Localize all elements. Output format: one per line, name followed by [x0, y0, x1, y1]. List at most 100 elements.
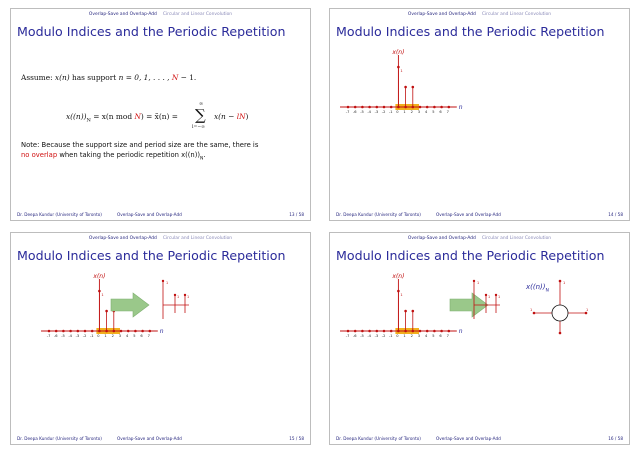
note-line-1: Note: Because the support size and perio… [21, 141, 259, 149]
footer-author: Dr. Deepa Kundur (University of Toronto) [336, 212, 421, 217]
stem-dot [353, 329, 357, 333]
stem-dot [69, 329, 72, 333]
arrow-shape [449, 292, 489, 318]
stem-dot [375, 105, 379, 109]
right-arrow [110, 292, 150, 318]
nav-circular[interactable]: Circular and Linear Convolution [162, 236, 233, 241]
stem-tip [411, 85, 415, 89]
nav-circular[interactable]: Circular and Linear Convolution [162, 12, 233, 17]
n-label: n [459, 104, 463, 111]
nav-circular[interactable]: Circular and Linear Convolution [481, 236, 552, 241]
nav-overlap[interactable]: Overlap-Save and Overlap-Add [88, 236, 157, 241]
slide-title: Modulo Indices and the Periodic Repetiti… [17, 24, 286, 39]
tick-label: -5 [61, 334, 65, 338]
slide-14: Overlap-Save and Overlap-Add Circular and… [329, 8, 630, 221]
stem-dot [54, 329, 58, 333]
tick-label: -5 [360, 110, 364, 114]
tick-label: 0 [396, 334, 399, 338]
sum-lower: l=−∞ [192, 125, 205, 130]
stem-dot [361, 105, 364, 109]
xn-label: x(n) [92, 273, 105, 280]
xn-label: x(n) [391, 49, 404, 56]
tick-label: 7 [148, 334, 150, 338]
footer-center: Overlap-Save and Overlap-Add [117, 212, 182, 217]
stem-dot [141, 329, 144, 333]
right-arrow [449, 292, 489, 318]
tick-label: -1 [389, 110, 393, 114]
stem-dot [440, 105, 443, 109]
tick-label: 2 [411, 110, 413, 114]
stem-dot [447, 329, 451, 333]
circ-dot-bottom [558, 331, 562, 335]
nav-overlap[interactable]: Overlap-Save and Overlap-Add [88, 12, 157, 17]
stem-dot [119, 329, 123, 333]
stem-dot [90, 329, 94, 333]
tick-label: -4 [367, 110, 371, 114]
stem-dot [353, 105, 357, 109]
tick-label: 5 [133, 334, 135, 338]
tick-label: 0 [396, 110, 399, 114]
circ-dot-right [584, 311, 588, 315]
tick-label: 1 [403, 110, 405, 114]
slide-title: Modulo Indices and the Periodic Repetiti… [336, 24, 605, 39]
tick-label: -2 [382, 110, 386, 114]
footer-center: Overlap-Save and Overlap-Add [117, 436, 182, 441]
modulo-equation: x((n))N = x(n mod N) = x̃(n) = [66, 112, 178, 124]
nav-overlap[interactable]: Overlap-Save and Overlap-Add [407, 236, 476, 241]
page-number: 14 / 58 [608, 212, 623, 217]
tick-label: 2 [411, 334, 413, 338]
sum-upper: ∞ [199, 101, 204, 107]
stem-dot [447, 105, 451, 109]
tick-label: -7 [346, 334, 350, 338]
stem-dot [433, 329, 436, 333]
circular-label: x((n))N [526, 283, 549, 294]
stem-dot [418, 105, 422, 109]
stem-dot [382, 329, 386, 333]
circ-label-right: 1 [586, 308, 588, 312]
footer-author: Dr. Deepa Kundur (University of Toronto) [17, 436, 102, 441]
tick-label: 4 [425, 110, 428, 114]
page-number: 16 / 58 [608, 436, 623, 441]
page-number: 15 / 58 [289, 436, 304, 441]
n-label: n [459, 328, 463, 335]
tick-label: -7 [47, 334, 51, 338]
stem-dot [62, 329, 65, 333]
stem-dot [148, 329, 152, 333]
nav-circular[interactable]: Circular and Linear Convolution [481, 12, 552, 17]
tick-label: 0 [97, 334, 100, 338]
sum-term: x(n − lN) [214, 112, 249, 121]
mini-amp-label: 1 [498, 295, 500, 299]
tick-label: -4 [68, 334, 72, 338]
mini-amp-label: 1 [166, 281, 168, 285]
slide-title: Modulo Indices and the Periodic Repetiti… [336, 248, 605, 263]
stem-tip [404, 309, 407, 313]
tick-label: 4 [425, 334, 428, 338]
nav-overlap[interactable]: Overlap-Save and Overlap-Add [407, 12, 476, 17]
mini-tip [484, 293, 488, 297]
stem-tip [98, 289, 101, 293]
slide-13: Overlap-Save and Overlap-Add Circular and… [10, 8, 311, 221]
tick-label: -6 [353, 110, 357, 114]
slide-16: Overlap-Save and Overlap-Add Circular and… [329, 232, 630, 445]
n-label: n [160, 328, 164, 335]
stem-dot [389, 105, 393, 109]
stem-dot [47, 329, 51, 333]
sum-symbol: ∑ [195, 106, 206, 124]
stem-tip [397, 289, 400, 293]
tick-label: 6 [439, 334, 442, 338]
stem-dot [346, 329, 350, 333]
stem-dot [346, 105, 350, 109]
stem-dot [433, 105, 436, 109]
footer-center: Overlap-Save and Overlap-Add [436, 436, 501, 441]
tick-label: -6 [353, 334, 357, 338]
tick-label: -6 [54, 334, 58, 338]
tick-label: -7 [346, 110, 350, 114]
slide-15: Overlap-Save and Overlap-Add Circular and… [10, 232, 311, 445]
stem-dot [361, 329, 364, 333]
amp-label: 1 [400, 69, 402, 73]
